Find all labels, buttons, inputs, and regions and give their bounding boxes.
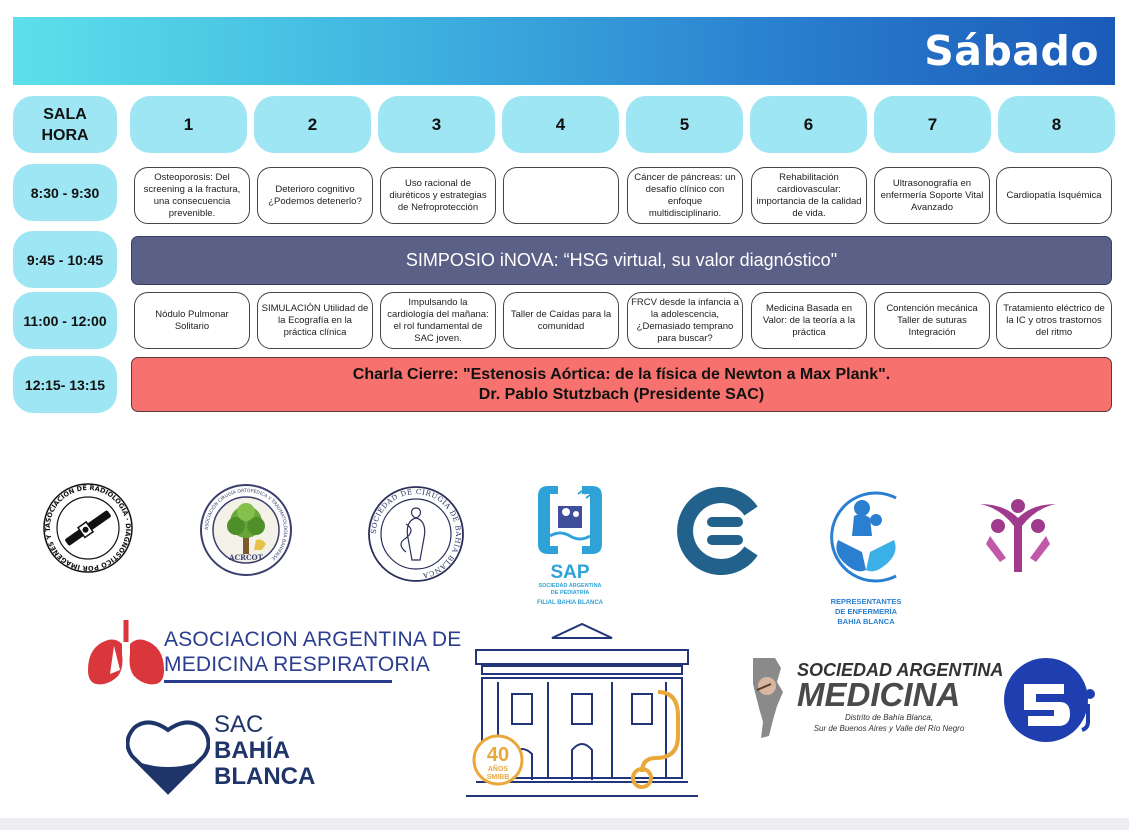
sap-title: SAP: [550, 562, 590, 583]
time-slot-3: 11:00 - 12:00: [13, 292, 117, 349]
radiologia-logo: ASOCIACIÓN DE RADIOLOGÍA · DIAGNÓSTICO P…: [40, 478, 133, 573]
acrcot-label: ACRCOT: [228, 553, 263, 562]
sap-logo: SAP SOCIEDAD ARGENTINA DE PEDIATRÍA FILI…: [528, 482, 612, 610]
heart-icon: [126, 720, 210, 795]
aamr-underline: [164, 680, 392, 683]
sam-line4: Sur de Buenos Aires y Valle del Río Negr…: [813, 724, 965, 733]
time-slot-4: 12:15- 13:15: [13, 356, 117, 413]
sap-emblem: [538, 486, 602, 554]
smibb-name: SMIBB: [486, 774, 510, 781]
hora-label: HORA: [41, 126, 89, 144]
sap-line2: DE PEDIATRÍA: [550, 590, 590, 596]
sac-line3: BLANCA: [214, 763, 316, 790]
closing-speaker: Dr. Pablo Stutzbach (Presidente SAC): [478, 385, 765, 403]
session-card: Impulsando la cardiología del mañana: el…: [380, 292, 496, 349]
smibb-40: 40: [486, 744, 510, 766]
acrcot-logo: ASOCIACIÓN CIRUGÍA ORTOPÉDICA Y TRAUMATO…: [200, 484, 292, 576]
day-title: Sábado: [924, 27, 1099, 75]
lungs-icon: [88, 620, 164, 685]
enfermeria-line1: REPRESENTANTES: [830, 597, 902, 606]
session-card: Cardiopatía Isquémica: [996, 167, 1112, 224]
sam-line1: SOCIEDAD ARGENTINA: [797, 660, 1004, 680]
session-card: Ultrasonografía en enfermería Soporte Vi…: [874, 167, 990, 224]
blue-circle-mark-logo: [1004, 658, 1095, 742]
e-circle-logo: [677, 487, 758, 575]
session-card-empty: [503, 167, 619, 224]
smibb-logo: 40 AÑOS SMIBB: [462, 620, 702, 800]
aamr-line1: ASOCIACION ARGENTINA DE: [164, 628, 462, 651]
session-card: Osteoporosis: Del screening a la fractur…: [134, 167, 250, 224]
sac-line1: SAC: [214, 711, 264, 738]
room-header: 3: [378, 96, 495, 153]
enfermeria-emblem: [830, 491, 897, 583]
sam-line3: Distrito de Bahía Blanca,: [844, 713, 934, 722]
closing-talk-banner: Charla Cierre: "Estenosis Aórtica: de la…: [131, 357, 1112, 412]
argentina-map-icon: [753, 658, 783, 738]
cirugia-logo: SOCIEDAD DE CIRUGÍA DE BAHÍA BLANCA: [368, 486, 464, 582]
room-header: 4: [502, 96, 619, 153]
session-card: Medicina Basada en Valor: de la teoría a…: [751, 292, 867, 349]
session-card: Tratamiento eléctrico de la IC y otros t…: [996, 292, 1112, 349]
sam-line2: MEDICINA: [797, 676, 961, 713]
session-card: Taller de Caídas para la comunidad: [503, 292, 619, 349]
sac-line2: BAHÍA: [214, 737, 290, 764]
sala-label: SALA: [43, 105, 87, 123]
time-slot-1: 8:30 - 9:30: [13, 164, 117, 221]
smibb-building: [466, 622, 698, 797]
symposium-banner: SIMPOSIO iNOVA: “HSG virtual, su valor d…: [131, 236, 1112, 285]
purple-figures-logo: [980, 499, 1056, 572]
room-header: 1: [130, 96, 247, 153]
aamr-line2: MEDICINA RESPIRATORIA: [164, 653, 430, 676]
room-header: 5: [626, 96, 743, 153]
day-header: Sábado: [13, 17, 1115, 85]
aamr-logo: ASOCIACION ARGENTINA DE MEDICINA RESPIRA…: [86, 620, 461, 688]
room-header: 2: [254, 96, 371, 153]
enfermeria-line2: DE ENFERMERÍA: [834, 607, 898, 616]
session-card: Deterioro cognitivo ¿Podemos detenerlo?: [257, 167, 373, 224]
session-card: FRCV desde la infancia a la adolescencia…: [627, 292, 743, 349]
room-header: 6: [750, 96, 867, 153]
sap-line1: SOCIEDAD ARGENTINA: [538, 583, 602, 589]
session-card: Contención mecánica Taller de suturas In…: [874, 292, 990, 349]
sap-line3: FILIAL BAHIA BLANCA: [537, 600, 603, 606]
session-card: Nódulo Pulmonar Solitario: [134, 292, 250, 349]
sala-hora-header: SALA HORA: [13, 96, 117, 153]
enfermeria-line3: BAHIA BLANCA: [837, 617, 895, 626]
room-header: 8: [998, 96, 1115, 153]
enfermeria-logo: REPRESENTANTES DE ENFERMERÍA BAHIA BLANC…: [818, 480, 914, 628]
session-card: Rehabilitación cardiovascular: importanc…: [751, 167, 867, 224]
smibb-anos: AÑOS: [487, 766, 509, 773]
time-slot-2: 9:45 - 10:45: [13, 231, 117, 288]
sam-logo: SOCIEDAD ARGENTINA MEDICINA Distrito de …: [745, 656, 1003, 740]
session-card: Cáncer de páncreas: un desafío clínico c…: [627, 167, 743, 224]
session-card: SIMULACIÓN Utilidad de la Ecografía en l…: [257, 292, 373, 349]
session-card: Uso racional de diuréticos y estrategias…: [380, 167, 496, 224]
closing-title: Charla Cierre: "Estenosis Aórtica: de la…: [352, 365, 891, 383]
room-header: 7: [874, 96, 991, 153]
sac-logo: SAC BAHÍA BLANCA: [126, 712, 336, 802]
